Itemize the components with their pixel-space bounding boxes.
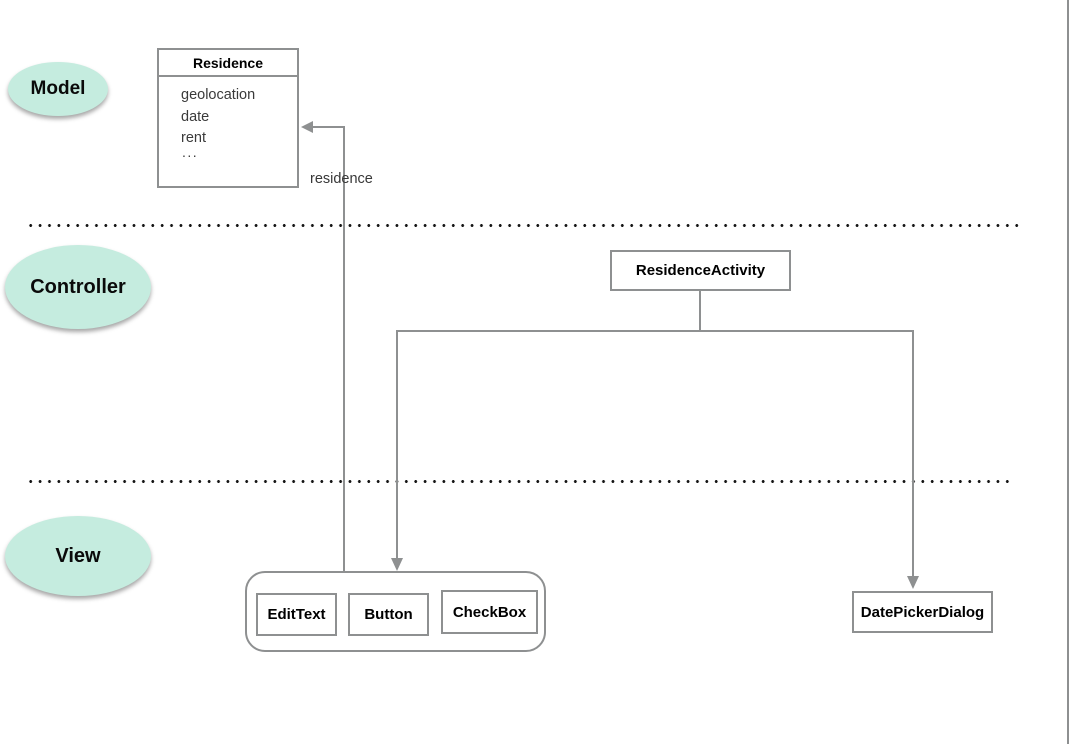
connector-right-branch <box>912 330 914 576</box>
residenceactivity-title: ResidenceActivity <box>635 262 766 279</box>
separator-controller-view <box>26 480 1014 483</box>
checkbox-label: CheckBox <box>452 603 527 621</box>
model-layer-label: Model <box>30 78 86 99</box>
left-branch-arrowhead-icon <box>391 558 403 571</box>
residence-attribute-geolocation: geolocation <box>181 87 256 103</box>
more-attributes-ellipsis: ... <box>182 143 199 160</box>
view-layer-ellipse: View <box>5 516 151 596</box>
connector-crossbar <box>396 330 914 332</box>
controller-layer-ellipse: Controller <box>5 245 151 329</box>
edittext-label: EditText <box>267 606 326 623</box>
datepickerdialog-title: DatePickerDialog <box>860 603 985 621</box>
button-label: Button <box>364 606 413 623</box>
residenceactivity-class-box: ResidenceActivity <box>610 250 791 291</box>
separator-model-controller <box>26 224 1020 227</box>
view-widget-group: EditText Button CheckBox <box>245 571 546 652</box>
association-line-vertical <box>343 126 345 571</box>
association-label: residence <box>310 171 373 187</box>
association-arrowhead-icon <box>301 121 313 133</box>
connector-stem <box>699 291 701 331</box>
widget-box-button: Button <box>348 593 429 636</box>
widget-box-edittext: EditText <box>256 593 337 636</box>
association-line-horizontal <box>311 126 345 128</box>
right-branch-arrowhead-icon <box>907 576 919 589</box>
datepickerdialog-class-box: DatePickerDialog <box>852 591 993 633</box>
model-layer-ellipse: Model <box>8 62 108 116</box>
page-border-right <box>1067 0 1069 744</box>
residence-attributes: geolocation date rent ... <box>159 77 297 160</box>
residence-attribute-date: date <box>181 108 210 125</box>
connector-left-branch <box>396 330 398 558</box>
controller-layer-label: Controller <box>30 275 126 298</box>
residence-attribute-rent: rent <box>181 130 206 146</box>
residence-class-title: Residence <box>159 50 297 77</box>
residence-class-box: Residence geolocation date rent ... <box>157 48 299 188</box>
view-layer-label: View <box>55 544 101 567</box>
widget-box-checkbox: CheckBox <box>441 590 538 634</box>
